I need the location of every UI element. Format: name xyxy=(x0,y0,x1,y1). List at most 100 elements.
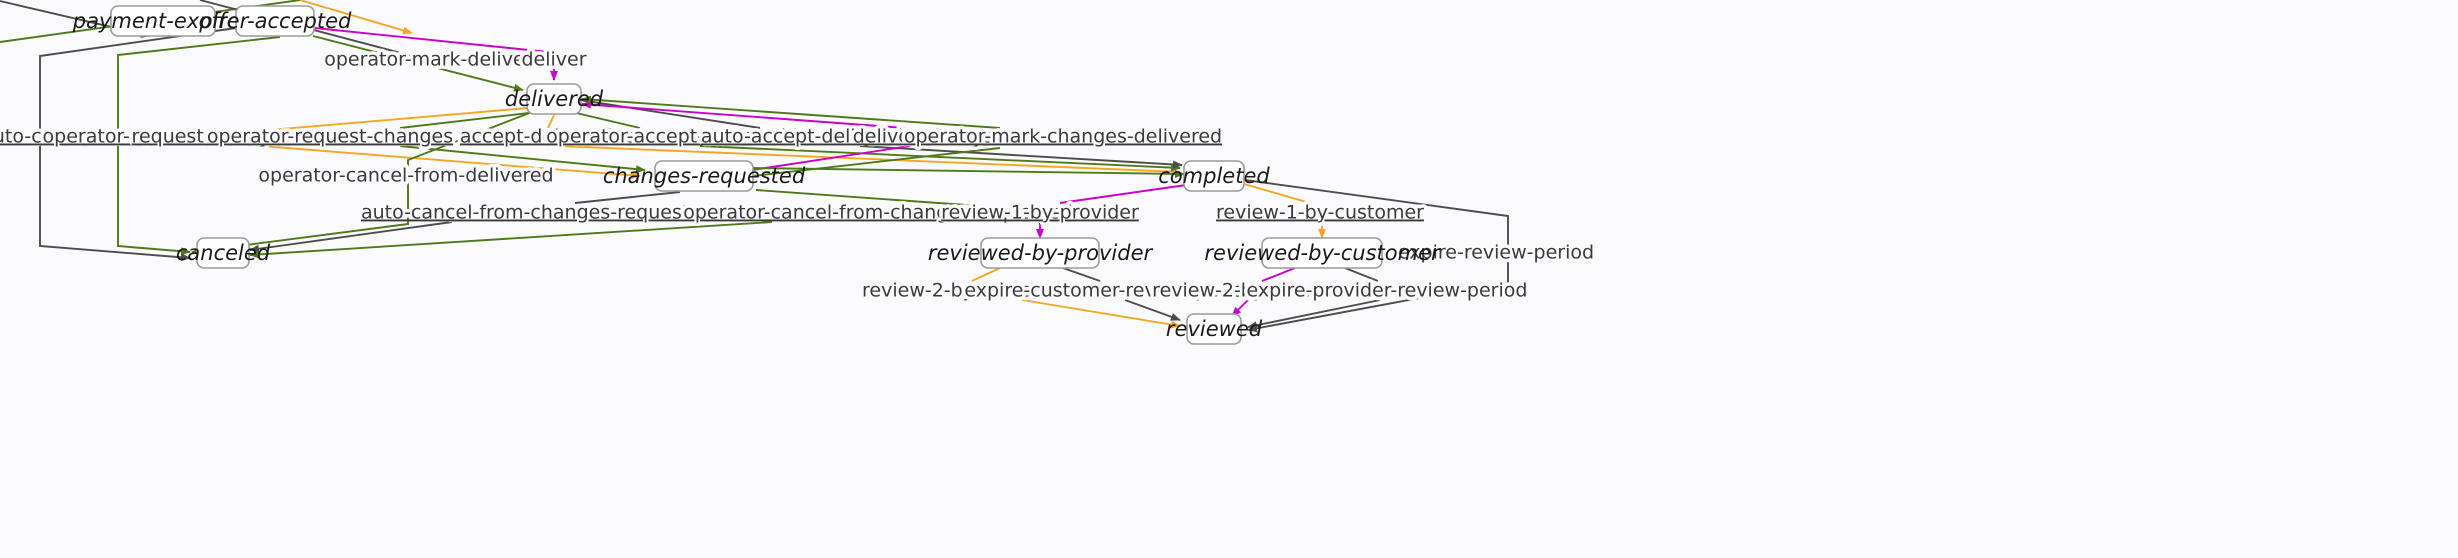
edge-expire-provider-review-period-in xyxy=(1344,267,1379,282)
node-label: reviewed-by-provider xyxy=(928,241,1154,265)
edge-label-text[interactable]: operator-cancel-from-changes-requested xyxy=(683,202,1072,224)
edge-auto-cancel-from-cr-out xyxy=(249,221,453,253)
edge-request-changes-in xyxy=(269,107,529,131)
node-box[interactable] xyxy=(980,237,1100,269)
node-box[interactable] xyxy=(526,83,582,115)
edge-layer xyxy=(0,0,1509,333)
node-box[interactable] xyxy=(1261,237,1383,269)
edge-label-halo: operator-mark-delivered xyxy=(324,49,556,71)
edge-operator-accept-deliverable-in xyxy=(571,111,641,129)
edge-label-halo: operator-cancel-from-changes-requested xyxy=(683,202,1072,224)
edge-review-2-by-customer-in xyxy=(971,267,1001,282)
edge-label-halo: review-2-by-customer xyxy=(862,280,1070,302)
edge-label-text[interactable]: operator-cancel xyxy=(43,126,192,148)
edge-operator-mark-changes-delivered-in xyxy=(752,147,1001,177)
node-box[interactable] xyxy=(235,5,315,37)
edge-label-halo: expire-provider-review-period xyxy=(1247,280,1528,302)
edge-review-1-by-customer-in xyxy=(1243,183,1311,204)
edge-label-text: expire-customer-review-period xyxy=(964,280,1255,302)
edge-label-text: operator-cancel-from-delivered xyxy=(258,165,553,187)
edge-changes-requested-to-completed xyxy=(752,167,1185,178)
node-box[interactable] xyxy=(654,160,754,192)
edge-accept-deliverable-in xyxy=(547,114,555,129)
edge-label-text[interactable]: review-1-by-customer xyxy=(1216,202,1424,224)
edge-label-text[interactable]: operator-accept-deliverable xyxy=(546,126,810,148)
edge-label-text[interactable]: request-changes xyxy=(132,126,291,148)
node-offer-accepted[interactable]: offer-accepted xyxy=(199,5,352,37)
edge-operator-cancel-from-cr-out xyxy=(249,221,773,259)
edge-label-text[interactable]: review-1-by-provider xyxy=(941,202,1139,224)
edge-label-operator-cancel-from-delivered: operator-cancel-from-deliveredoperator-c… xyxy=(255,161,557,190)
edge-label-halo: expire-review-period xyxy=(1398,242,1594,264)
edge-label-layer: operator-mark-deliveredoperator-mark-del… xyxy=(0,45,1598,305)
edge-label-text[interactable]: operator-request-changes xyxy=(207,126,453,148)
edge-label-auto-cancel: auto-cancelauto-cancel xyxy=(0,122,96,151)
node-box[interactable] xyxy=(110,5,216,37)
edge-label-operator-mark-delivered: operator-mark-deliveredoperator-mark-del… xyxy=(321,45,560,74)
edge-label-text[interactable]: auto-cancel xyxy=(0,126,93,148)
node-canceled[interactable]: canceled xyxy=(176,237,271,269)
edge-label-text[interactable]: auto-accept-deliverable xyxy=(701,126,927,148)
node-label: reviewed xyxy=(1166,317,1263,341)
node-completed[interactable]: completed xyxy=(1158,160,1270,192)
edge-auto-cancel-from-cr-in xyxy=(574,191,681,204)
edge-label-text: expire-provider-review-period xyxy=(1247,280,1528,302)
edge-expire-customer-review-period-out xyxy=(1124,299,1181,321)
node-label: reviewed-by-customer xyxy=(1204,241,1441,265)
node-payment-expired[interactable]: payment-expired xyxy=(72,5,254,37)
edge-label-halo: operator-cancel xyxy=(43,126,192,148)
node-box[interactable] xyxy=(1186,313,1242,345)
edge-label-halo: operator-mark-changes-delivered xyxy=(904,126,1222,148)
edge-label-halo: accept-deliverable xyxy=(460,126,636,148)
edge-label-auto-cancel-from-changes-requested: auto-cancel-from-changes-requestedauto-c… xyxy=(357,198,716,227)
edge-label-halo: review-2-by-provider xyxy=(1152,280,1350,302)
node-label: changes-requested xyxy=(603,164,806,188)
edge-label-halo: expire-customer-review-period xyxy=(964,280,1255,302)
edge-operator-cancel xyxy=(117,36,281,256)
edge-operator-cancel-from-delivered xyxy=(191,111,533,255)
edge-label-halo: operator-request-changes xyxy=(207,126,453,148)
node-delivered[interactable]: delivered xyxy=(505,83,604,115)
edge-label-text[interactable]: accept-deliverable xyxy=(460,126,636,148)
node-box[interactable] xyxy=(196,237,250,269)
edge-deliver-changes-in xyxy=(751,145,911,171)
node-reviewed[interactable]: reviewed xyxy=(1166,313,1263,345)
edge-label-text[interactable]: operator-mark-changes-delivered xyxy=(904,126,1222,148)
edge-accept-deliverable-out xyxy=(559,145,1181,173)
edge-label-halo: deliver xyxy=(521,49,586,71)
edge-label-operator-accept-deliverable: operator-accept-deliverableoperator-acce… xyxy=(543,122,814,151)
node-changes-requested[interactable]: changes-requested xyxy=(603,160,806,192)
edge-deliver-upper xyxy=(314,27,549,53)
edge-auto-accept-deliverable-out xyxy=(859,145,1183,169)
edge-label-text[interactable]: auto-cancel-from-changes-requested xyxy=(361,202,713,224)
edge-label-halo: auto-cancel xyxy=(0,126,93,148)
edge-label-text: review-2-by-provider xyxy=(1152,280,1350,302)
node-reviewed-by-provider[interactable]: reviewed-by-provider xyxy=(928,237,1154,269)
edge-label-operator-request-changes: operator-request-changesoperator-request… xyxy=(203,122,456,151)
node-label: offer-accepted xyxy=(199,9,352,33)
edge-label-text: operator-mark-delivered xyxy=(324,49,556,71)
node-reviewed-by-customer[interactable]: reviewed-by-customer xyxy=(1204,237,1441,269)
edge-label-text: review-2-by-customer xyxy=(862,280,1070,302)
edge-label-halo: auto-cancel-from-changes-requested xyxy=(361,202,713,224)
edge-label-text: expire-review-period xyxy=(1398,242,1594,264)
edge-operator-request-changes-out xyxy=(399,145,646,174)
edge-label-text: deliver xyxy=(521,49,586,71)
edge-label-halo: auto-accept-deliverable xyxy=(701,126,927,148)
edge-operator-accept-deliverable-out xyxy=(699,145,1181,172)
edge-deliver-changes-out xyxy=(581,100,906,129)
edge-label-text[interactable]: deliver-changes xyxy=(853,126,1004,148)
edge-expire-customer-review-period-in xyxy=(1062,267,1101,282)
node-box[interactable] xyxy=(1183,160,1245,192)
edge-label-operator-mark-changes-delivered: operator-mark-changes-deliveredoperator-… xyxy=(900,122,1225,151)
edge-label-halo: operator-accept-deliverable xyxy=(546,126,810,148)
edge-review-2-by-customer-out xyxy=(1021,299,1181,329)
edge-request-changes-out xyxy=(261,145,641,180)
